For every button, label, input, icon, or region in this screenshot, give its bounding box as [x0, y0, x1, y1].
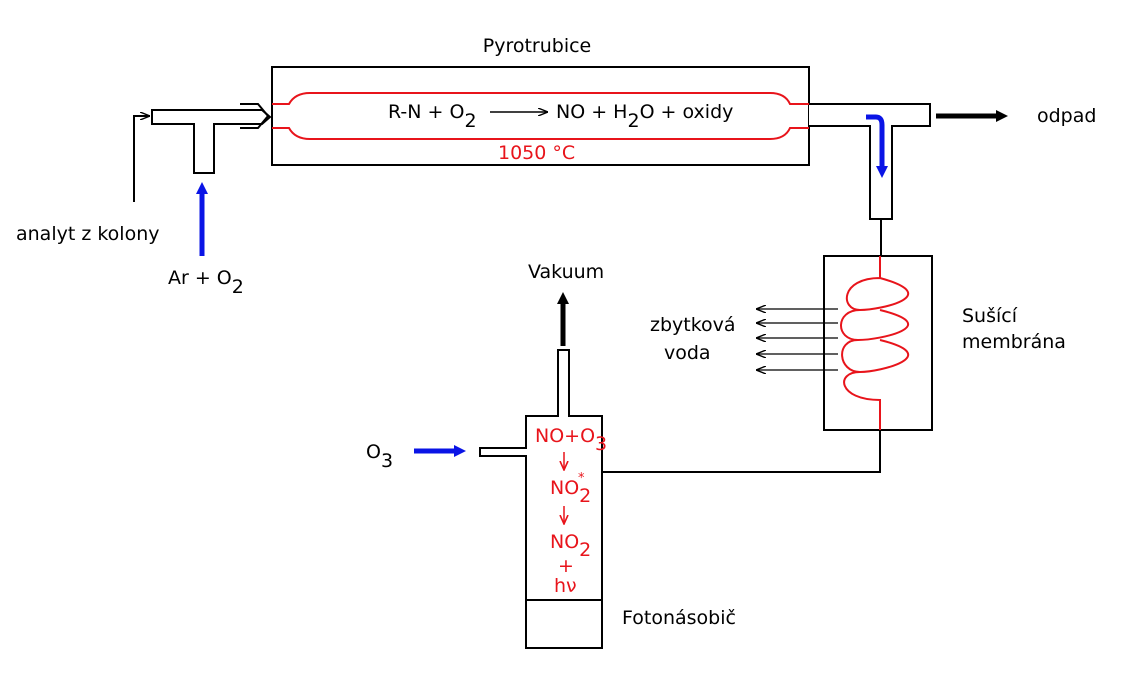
photomultiplier: [525, 599, 603, 649]
membrane-label-line2: membrána: [962, 331, 1066, 353]
chamber-step-no2: NO2: [550, 531, 591, 561]
chamber-plus: +: [558, 555, 574, 577]
outlet-flow-arrow: [866, 114, 888, 178]
reaction-products: NO + H2O + oxidy: [556, 101, 733, 132]
analyte-label: analyt z kolony: [16, 223, 160, 245]
pyrotube-furnace: [271, 66, 810, 166]
vacuum-label: Vakuum: [528, 261, 604, 283]
membrane-to-chamber-line: [602, 430, 881, 473]
reaction-reactants: R-N + O2: [388, 101, 477, 132]
inlet-tee-fitting: [151, 109, 272, 174]
chamber-photon: hν: [554, 575, 577, 597]
reaction-chamber: [479, 349, 603, 601]
membrane-label-line1: Sušící: [962, 305, 1018, 327]
waste-label: odpad: [1037, 105, 1096, 127]
analyte-inlet-arrow: [133, 116, 150, 202]
chamber-step-no-o3: NO+O3: [535, 425, 607, 455]
pyrotube-label: Pyrotrubice: [483, 35, 592, 57]
photomultiplier-label: Fotonásobič: [622, 607, 736, 629]
carrier-gas-label: Ar + O2: [168, 267, 244, 298]
drying-membrane-housing: [823, 255, 933, 431]
inlet-nozzle: [240, 103, 270, 129]
residual-water-label-line2: voda: [664, 342, 711, 364]
chamber-step-no2-excited: NO2*: [550, 471, 591, 507]
reaction-tube: [272, 92, 809, 140]
membrane-coil: [840, 256, 910, 430]
temperature-label: 1050 °C: [498, 142, 575, 164]
residual-water-label-line1: zbytková: [650, 314, 736, 336]
outlet-tee-fitting: [809, 103, 931, 220]
ozone-label: O3: [366, 441, 393, 472]
